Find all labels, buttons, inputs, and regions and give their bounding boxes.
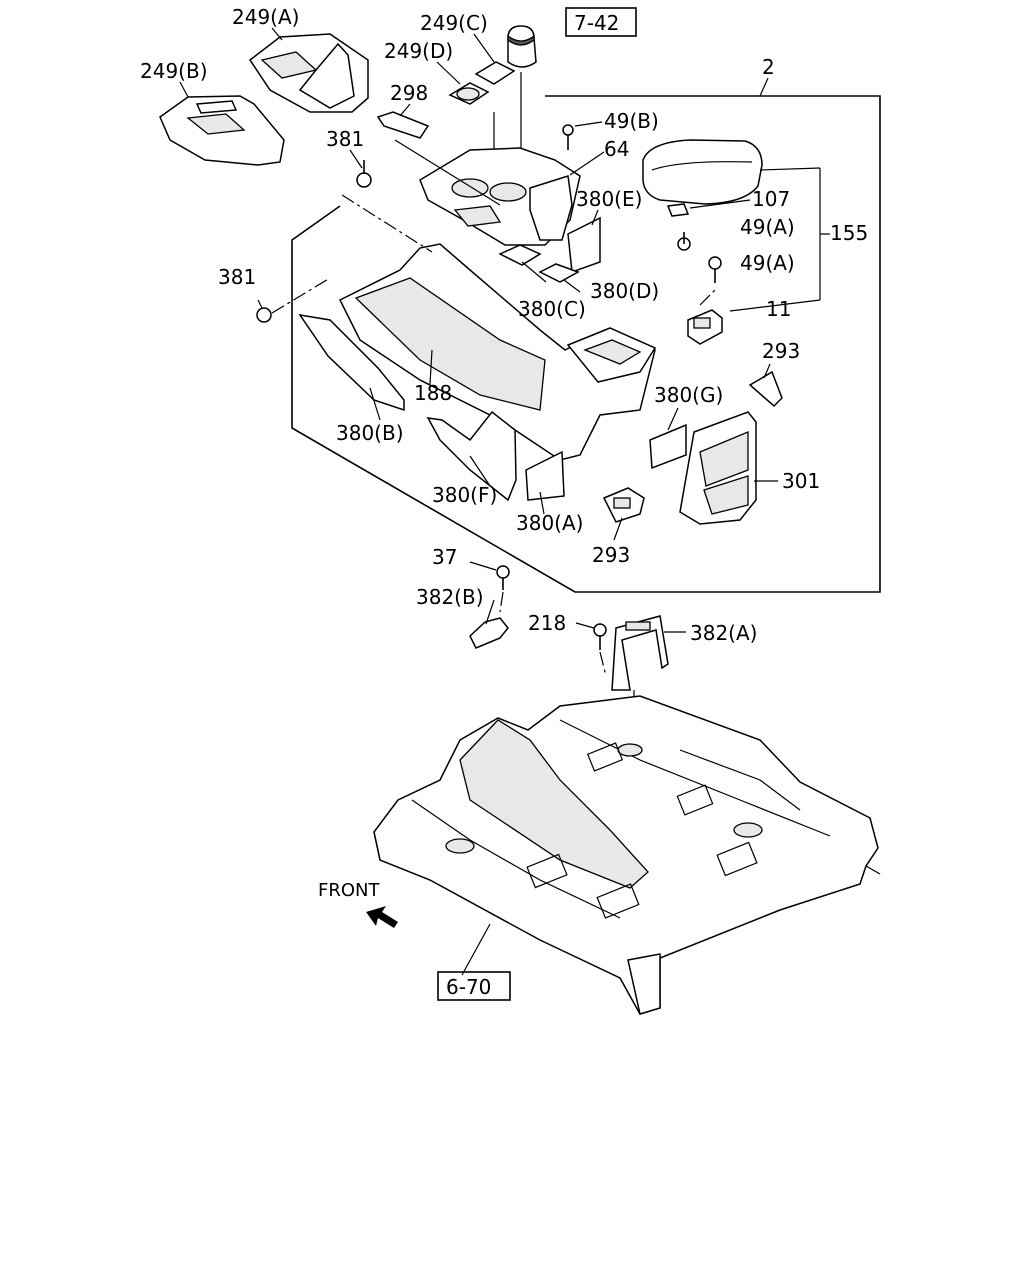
- tray-298: [376, 111, 430, 139]
- pad-380a: [525, 450, 565, 501]
- pad-380g: [649, 423, 687, 470]
- callout-380f: 380(F): [432, 483, 497, 507]
- callout-64: 64: [604, 137, 629, 161]
- bracket-382a: [611, 615, 669, 691]
- bolt-218: [593, 623, 607, 650]
- callout-11: 11: [766, 297, 791, 321]
- clip-293-lower: [602, 487, 645, 523]
- callout-380b: 380(B): [336, 421, 404, 445]
- callout-380c: 380(C): [518, 297, 586, 321]
- cup-insert-249c: [474, 61, 516, 85]
- callout-293-lower: 293: [592, 543, 630, 567]
- clip-293-upper: [748, 370, 783, 408]
- callout-249c: 249(C): [420, 11, 488, 35]
- callout-249b: 249(B): [140, 59, 208, 83]
- floor-pan: [373, 695, 881, 1015]
- callout-382a: 382(A): [690, 621, 757, 645]
- armrest-lid-107: [642, 139, 763, 205]
- callout-298: 298: [390, 81, 428, 105]
- arrow-icon: [366, 906, 398, 928]
- screw-49a-1: [677, 232, 691, 251]
- shift-bezel-249b: [159, 95, 285, 166]
- callout-380e: 380(E): [576, 187, 642, 211]
- cup-insert-249d: [448, 82, 490, 105]
- shift-knob: [507, 25, 537, 68]
- callout-2: 2: [762, 55, 775, 79]
- screw-49b: [562, 124, 574, 150]
- callout-293-upper: 293: [762, 339, 800, 363]
- shift-bezel-249a: [248, 33, 369, 113]
- callout-381-upper: 381: [326, 127, 364, 151]
- callout-249d: 249(D): [384, 39, 453, 63]
- callout-380a: 380(A): [516, 511, 583, 535]
- leader-2: [759, 77, 769, 97]
- screw-49a-2: [708, 256, 722, 283]
- callout-380g: 380(G): [654, 383, 723, 407]
- callout-301: 301: [782, 469, 820, 493]
- callout-188: 188: [414, 381, 452, 405]
- clip-381-upper: [356, 160, 372, 188]
- console-body-188: [338, 243, 657, 461]
- ref-box-6-70[interactable]: [437, 971, 511, 1001]
- hinge-bracket: [666, 203, 690, 217]
- rear-panel-301: [679, 411, 757, 525]
- callout-6-70[interactable]: 6-70: [446, 975, 491, 999]
- bolt-37: [496, 565, 510, 590]
- callout-49b: 49(B): [604, 109, 659, 133]
- callout-7-42[interactable]: 7-42: [574, 11, 619, 35]
- callout-218: 218: [528, 611, 566, 635]
- clip-381-lower: [256, 299, 272, 323]
- callout-249a: 249(A): [232, 5, 299, 29]
- callout-380d: 380(D): [590, 279, 659, 303]
- callout-37: 37: [432, 545, 457, 569]
- assembly-boundary: [291, 95, 881, 593]
- callout-49a-1: 49(A): [740, 215, 795, 239]
- leader-lines: [179, 27, 778, 633]
- callout-107: 107: [752, 187, 790, 211]
- pad-380e: [567, 216, 601, 274]
- callout-155: 155: [830, 221, 868, 245]
- trim-380b: [298, 313, 405, 412]
- callout-49a-2: 49(A): [740, 251, 795, 275]
- bracket-382b: [469, 617, 509, 649]
- ref-box-7-42[interactable]: [565, 7, 637, 37]
- trim-380f: [426, 410, 517, 502]
- front-label: FRONT: [318, 880, 380, 901]
- pad-380d: [538, 263, 580, 283]
- pad-380c: [498, 244, 542, 266]
- callout-382b: 382(B): [416, 585, 484, 609]
- callout-381-lower: 381: [218, 265, 256, 289]
- upper-console: [419, 147, 581, 246]
- latch-11: [687, 309, 723, 345]
